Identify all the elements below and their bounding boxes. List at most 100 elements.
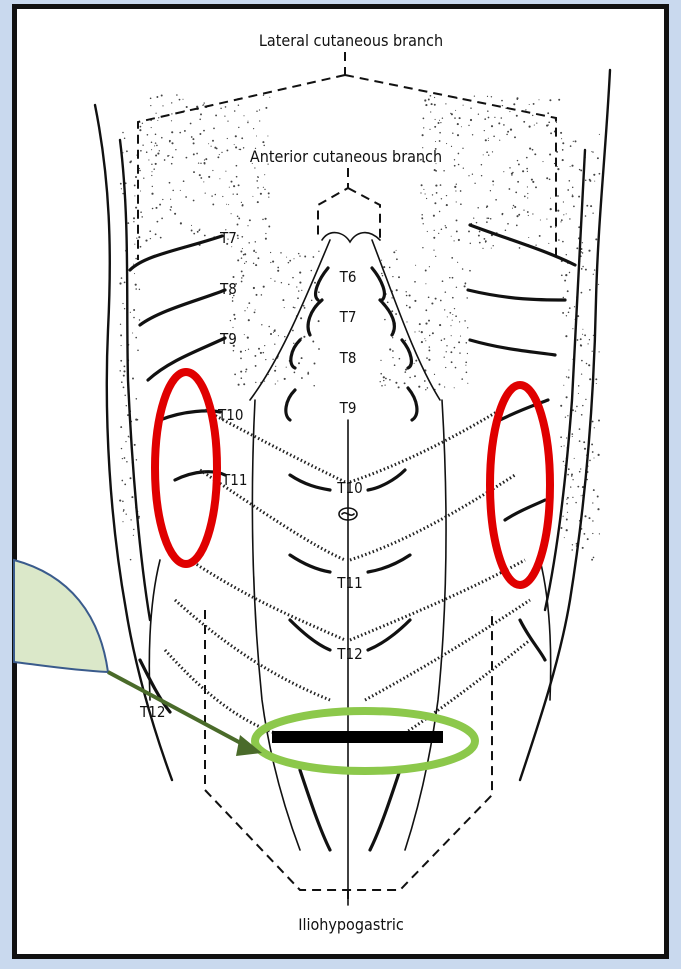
- stipple-dot: [256, 294, 258, 296]
- stipple-dot: [444, 357, 445, 358]
- midline-segment-label: T12: [336, 645, 362, 663]
- stipple-dot: [318, 251, 319, 252]
- stipple-dot: [233, 193, 234, 194]
- stipple-dot: [532, 181, 534, 183]
- stipple-dot: [214, 147, 216, 149]
- stipple-dot: [450, 325, 451, 326]
- stipple-dot: [579, 440, 581, 442]
- stipple-dot: [238, 384, 240, 386]
- stipple-dot: [229, 187, 230, 188]
- stipple-dot: [132, 332, 133, 333]
- stipple-dot: [561, 138, 562, 139]
- stipple-dot: [318, 291, 320, 293]
- stipple-dot: [265, 359, 266, 360]
- stipple-dot: [584, 334, 586, 336]
- stipple-dot: [312, 341, 314, 343]
- stipple-dot: [415, 360, 417, 362]
- stipple-dot: [511, 175, 512, 176]
- stipple-dot: [591, 151, 592, 152]
- stipple-dot: [175, 149, 176, 150]
- stipple-dot: [444, 386, 445, 387]
- stipple-dot: [452, 297, 454, 299]
- stipple-dot: [498, 122, 500, 124]
- stipple-dot: [426, 198, 427, 199]
- stipple-dot: [303, 336, 305, 338]
- stipple-dot: [539, 235, 541, 237]
- stipple-dot: [468, 230, 470, 232]
- stipple-dot: [171, 163, 173, 165]
- stipple-dot: [135, 207, 137, 209]
- stipple-dot: [493, 184, 494, 185]
- stipple-dot: [254, 311, 256, 313]
- stipple-dot: [123, 375, 125, 377]
- stipple-dot: [254, 167, 255, 168]
- stipple-dot: [532, 115, 533, 116]
- stipple-dot: [586, 363, 588, 365]
- stipple-dot: [265, 107, 267, 109]
- stipple-dot: [244, 253, 246, 255]
- stipple-dot: [227, 138, 228, 139]
- stipple-dot: [463, 105, 464, 106]
- stipple-dot: [425, 340, 426, 341]
- stipple-dot: [576, 406, 578, 408]
- stipple-dot: [598, 420, 600, 422]
- stipple-dot: [548, 124, 549, 125]
- stipple-dot: [561, 527, 563, 529]
- stipple-dot: [191, 230, 193, 232]
- stipple-dot: [428, 99, 430, 101]
- stipple-dot: [598, 454, 600, 456]
- stipple-dot: [396, 250, 397, 251]
- stipple-dot: [499, 140, 500, 141]
- stipple-dot: [502, 214, 503, 215]
- stipple-dot: [292, 330, 294, 332]
- stipple-dot: [546, 219, 547, 220]
- stipple-dot: [139, 289, 140, 290]
- stipple-dot: [566, 519, 568, 521]
- stipple-dot: [241, 277, 242, 278]
- stipple-dot: [597, 157, 599, 159]
- stipple-dot: [257, 201, 259, 203]
- stipple-dot: [233, 314, 235, 316]
- stipple-dot: [157, 153, 159, 155]
- stipple-dot: [598, 284, 599, 285]
- stipple-dot: [263, 145, 265, 147]
- stipple-dot: [582, 405, 583, 406]
- stipple-dot: [256, 111, 257, 112]
- stipple-dot: [575, 410, 576, 411]
- stipple-dot: [561, 446, 562, 447]
- stipple-dot: [422, 134, 424, 136]
- left-segment-label: T9: [219, 330, 237, 348]
- stipple-dot: [257, 187, 258, 188]
- stipple-dot: [159, 150, 160, 151]
- stipple-dot: [557, 210, 559, 212]
- stipple-dot: [122, 521, 123, 522]
- stipple-dot: [452, 320, 453, 321]
- stipple-dot: [518, 214, 520, 216]
- stipple-dot: [527, 211, 529, 213]
- stipple-dot: [427, 231, 428, 232]
- stipple-dot: [490, 218, 492, 220]
- stipple-dot: [467, 327, 468, 328]
- stipple-dot: [247, 122, 248, 123]
- stipple-dot: [550, 208, 552, 210]
- midline-segment-label: T8: [339, 349, 357, 367]
- stipple-dot: [566, 499, 567, 500]
- annotation-overlays: [14, 372, 550, 771]
- stipple-dot: [200, 177, 202, 179]
- stipple-dot: [488, 218, 490, 220]
- stipple-dot: [192, 138, 194, 140]
- stipple-dot: [558, 239, 560, 241]
- stipple-dot: [151, 142, 153, 144]
- stipple-dot: [525, 109, 526, 110]
- stipple-dot: [162, 105, 163, 106]
- stipple-dot: [253, 263, 254, 264]
- stipple-dot: [293, 307, 294, 308]
- stipple-dot: [459, 321, 460, 322]
- stipple-dot: [478, 235, 480, 237]
- stipple-dot: [258, 348, 260, 350]
- stipple-dot: [592, 451, 594, 453]
- stipple-dot: [169, 141, 170, 142]
- stipple-dot: [128, 436, 130, 438]
- stipple-dot: [270, 278, 271, 279]
- stipple-dot: [415, 265, 416, 266]
